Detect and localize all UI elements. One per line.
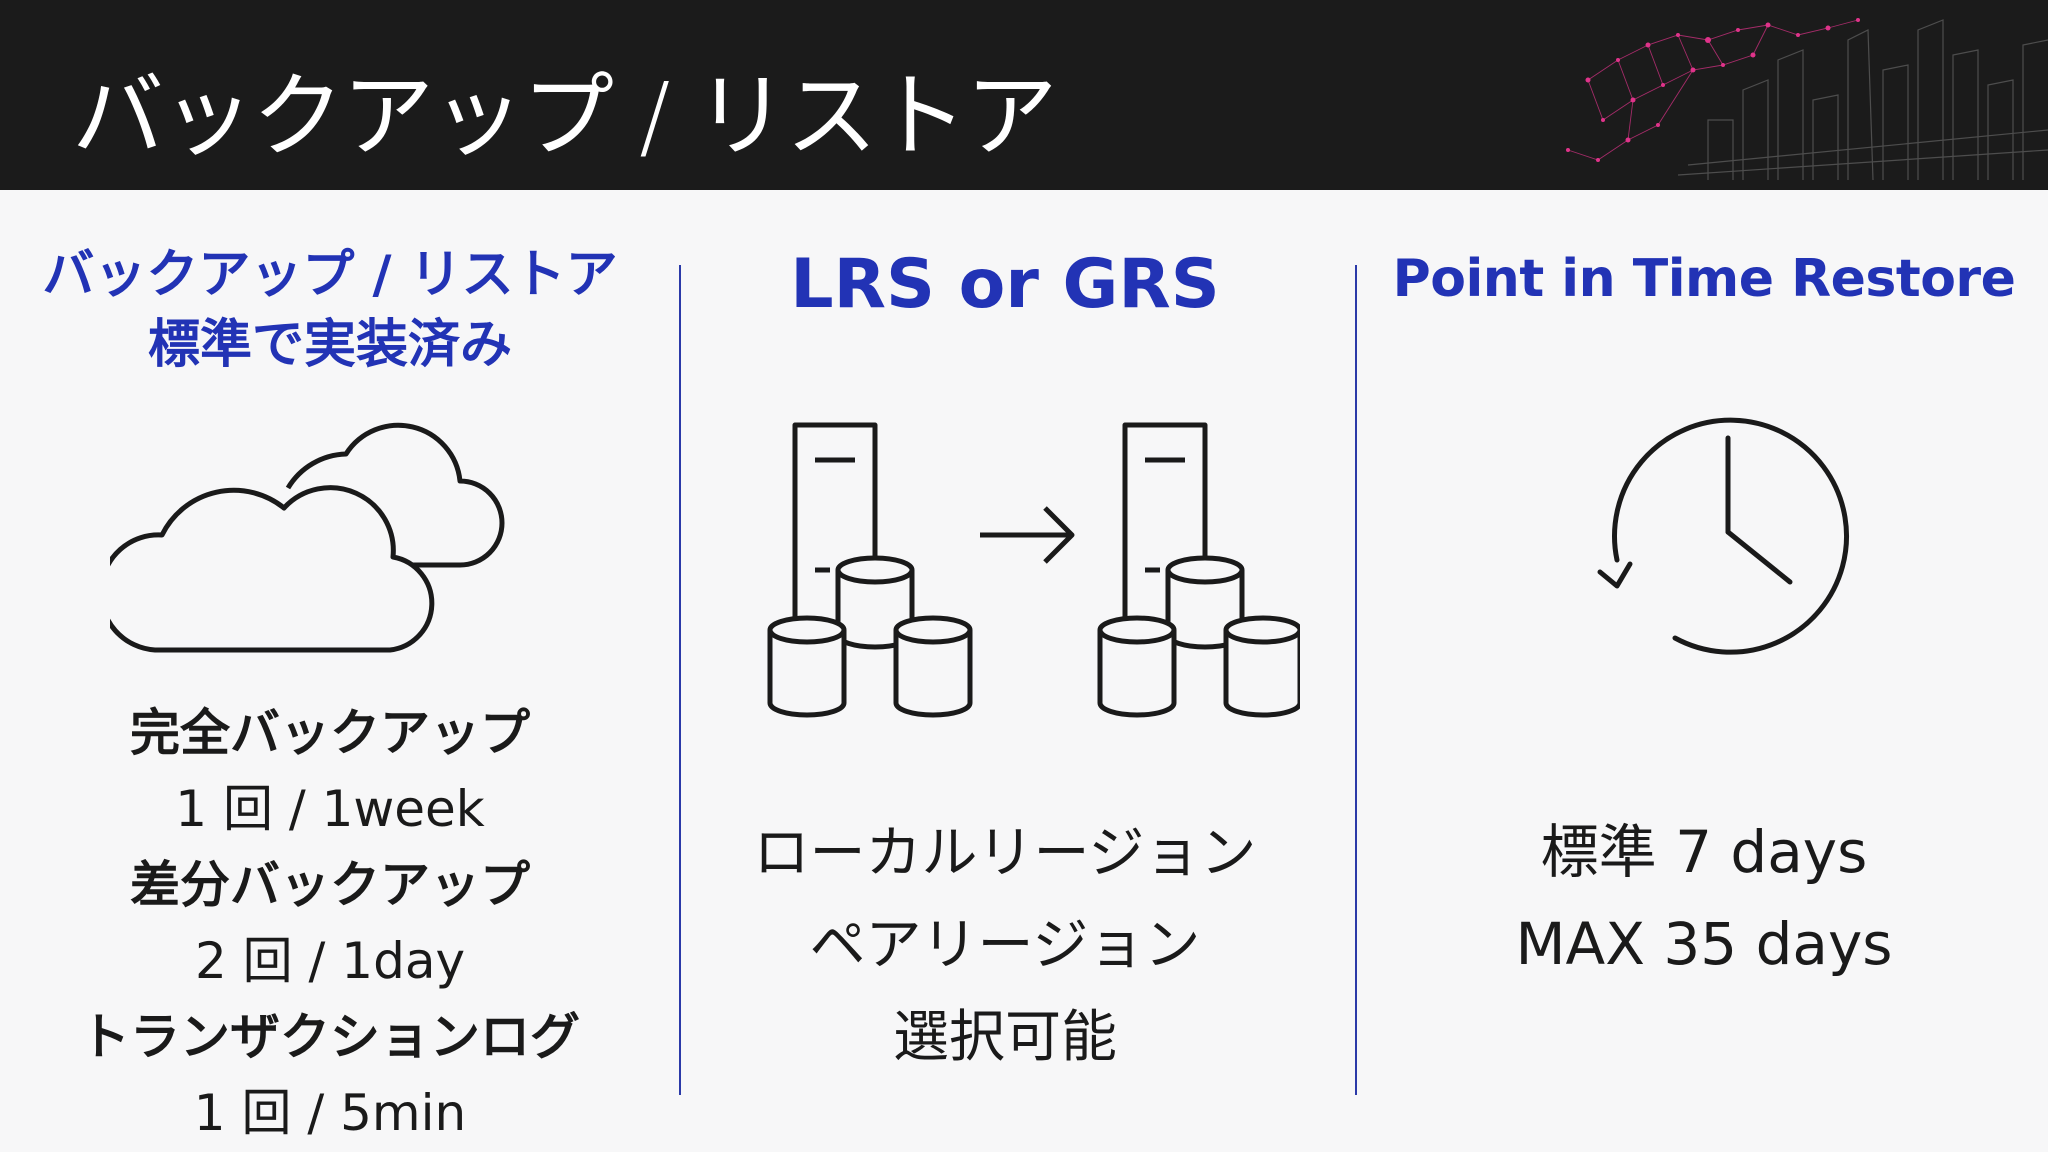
item-diff-backup-label: 差分バックアップ (130, 856, 530, 914)
col3-line-max: MAX 35 days (1515, 910, 1893, 978)
col2-lines: ローカルリージョン ペアリージョン 選択可能 (705, 808, 1305, 1084)
column-divider-right (1355, 265, 1357, 1095)
page-title: バックアップ / リストア (72, 63, 1057, 170)
col1-heading-line1: バックアップ / リストア (42, 245, 618, 305)
item-txlog-label: トランザクションログ (80, 1008, 580, 1066)
item-txlog-value: 1 回 / 5min (193, 1084, 467, 1142)
item-full-backup-value: 1 回 / 1week (175, 780, 485, 838)
column-divider-left (679, 265, 681, 1095)
col1-heading-line2: 標準で実装済み (147, 315, 512, 375)
col2-line-pair: ペアリージョン (809, 913, 1201, 978)
col2-line-local: ローカルリージョン (753, 821, 1257, 886)
header-bar: バックアップ / リストア (0, 0, 2048, 190)
col2-heading: LRS or GRS (790, 245, 1220, 324)
server-replication-icon (767, 422, 1300, 718)
col3-lines: 標準 7 days MAX 35 days (1370, 806, 2038, 990)
item-full-backup-label: 完全バックアップ (130, 704, 530, 762)
city-network-art (1566, 18, 2048, 181)
clock-restore-icon (1597, 417, 1850, 655)
col3-heading: Point in Time Restore (1392, 249, 2016, 309)
col1-items: 完全バックアップ 1 回 / 1week 差分バックアップ 2 回 / 1day… (40, 695, 620, 1151)
cloud-icon (110, 422, 505, 653)
col3-line-standard: 標準 7 days (1540, 818, 1868, 886)
item-diff-backup-value: 2 回 / 1day (194, 932, 466, 990)
col1-heading: バックアップ / リストア 標準で実装済み (40, 240, 620, 380)
col2-line-selectable: 選択可能 (893, 1005, 1117, 1070)
